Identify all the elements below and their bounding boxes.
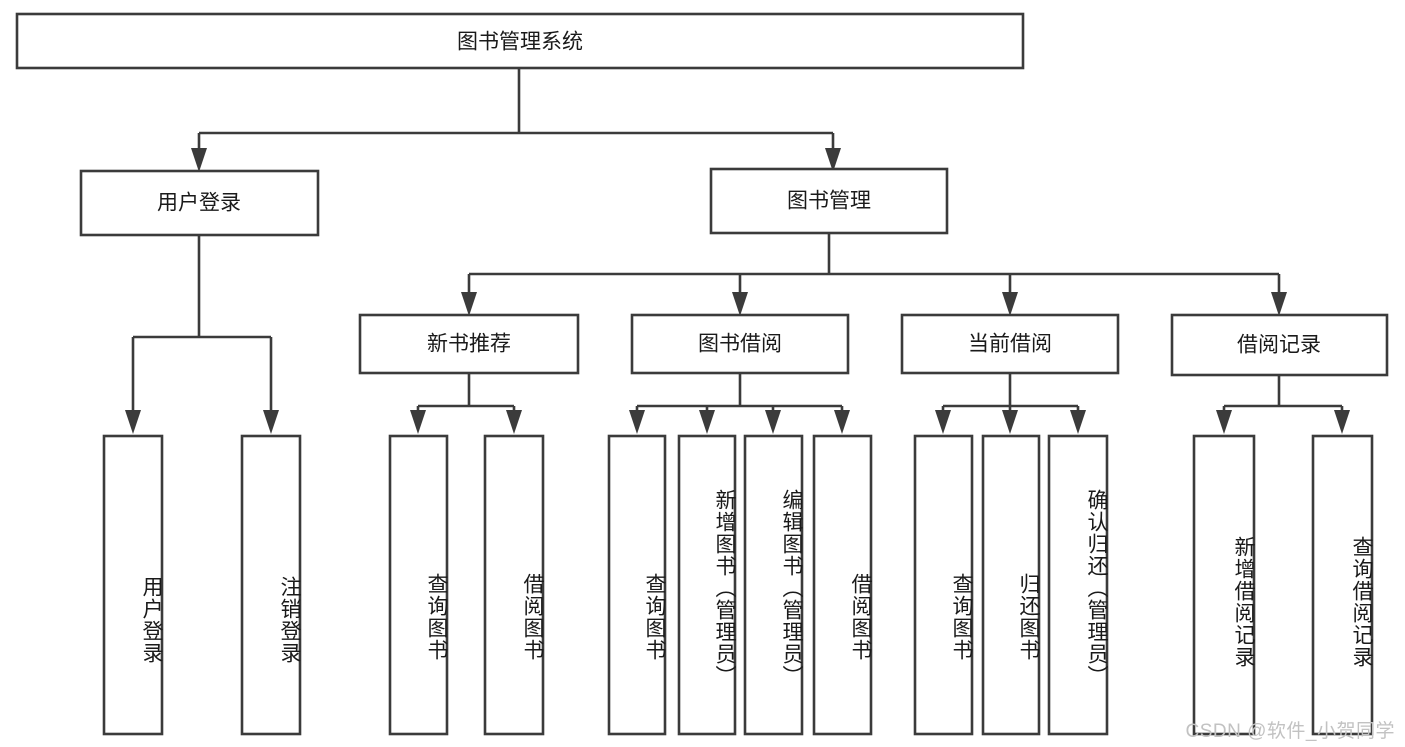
arrow-user-login-to-leaf1 xyxy=(125,410,141,434)
node-leaf-query-book-3[interactable] xyxy=(913,434,974,736)
arrow-book-mgmt-to-current-borrow xyxy=(1002,292,1018,316)
label-current-borrow: 当前借阅 xyxy=(968,333,1052,356)
edge-new-book-split xyxy=(416,373,516,414)
arrow-current-borrow-to-leaf11 xyxy=(1070,410,1086,434)
edge-user-login-split xyxy=(131,235,273,413)
arrow-current-borrow-to-leaf10 xyxy=(1002,410,1018,434)
arrow-borrow-record-to-leaf13 xyxy=(1334,410,1350,434)
edge-borrow-split xyxy=(635,373,844,414)
edge-current-borrow-split xyxy=(941,373,1080,414)
arrow-new-book-to-leaf4 xyxy=(506,410,522,434)
arrow-new-book-to-leaf3 xyxy=(410,410,426,434)
label-root: 图书管理系统 xyxy=(457,31,583,54)
node-leaf-confirm-return-admin[interactable] xyxy=(1047,434,1109,736)
node-leaf-borrow-book-1[interactable] xyxy=(483,434,545,736)
arrow-book-mgmt-to-borrow-record xyxy=(1271,292,1287,316)
node-leaf-query-book-1[interactable] xyxy=(388,434,449,736)
node-boxes xyxy=(15,12,1389,736)
node-book-borrow[interactable] xyxy=(630,313,850,375)
horizontal-node-labels: 图书管理系统 用户登录 图书管理 新书推荐 图书借阅 当前借阅 借阅记录 xyxy=(157,31,1321,357)
node-leaf-return-book[interactable] xyxy=(981,434,1041,736)
arrow-borrow-to-leaf6 xyxy=(699,410,715,434)
arrow-borrow-record-to-leaf12 xyxy=(1216,410,1232,434)
node-leaf-logout[interactable] xyxy=(240,434,302,736)
node-leaf-query-book-2[interactable] xyxy=(607,434,667,736)
label-book-management: 图书管理 xyxy=(787,190,871,213)
arrow-user-login-to-leaf2 xyxy=(263,410,279,434)
node-root[interactable] xyxy=(15,12,1025,70)
arrow-current-borrow-to-leaf9 xyxy=(935,410,951,434)
node-leaf-add-book-admin[interactable] xyxy=(677,434,737,736)
label-book-borrow: 图书借阅 xyxy=(698,333,782,356)
node-leaf-edit-book-admin[interactable] xyxy=(743,434,804,736)
label-new-book-recommend: 新书推荐 xyxy=(427,333,511,356)
arrow-borrow-to-leaf7 xyxy=(765,410,781,434)
arrow-root-to-user-login xyxy=(191,148,207,172)
node-leaf-user-login[interactable] xyxy=(102,434,164,736)
node-leaf-add-borrow-record[interactable] xyxy=(1192,434,1256,736)
arrow-borrow-to-leaf8 xyxy=(834,410,850,434)
arrow-book-mgmt-to-borrow xyxy=(732,292,748,316)
node-book-management[interactable] xyxy=(709,167,949,235)
arrow-borrow-to-leaf5 xyxy=(629,410,645,434)
edge-borrow-record-split xyxy=(1222,375,1344,414)
node-new-book-recommend[interactable] xyxy=(358,313,580,375)
node-leaf-query-borrow-record[interactable] xyxy=(1311,434,1374,736)
node-leaf-borrow-book-2[interactable] xyxy=(812,434,873,736)
csdn-watermark: CSDN @软件_小贺同学 xyxy=(1185,721,1395,742)
edge-book-mgmt-split xyxy=(467,233,1281,300)
node-current-borrow[interactable] xyxy=(900,313,1120,375)
arrow-root-to-book-mgmt xyxy=(825,148,841,172)
node-borrow-record[interactable] xyxy=(1170,313,1389,377)
connectors xyxy=(125,68,1350,434)
label-user-login: 用户登录 xyxy=(157,192,241,215)
node-user-login[interactable] xyxy=(79,169,320,237)
edge-root-split xyxy=(197,68,835,160)
arrow-book-mgmt-to-new-book xyxy=(461,292,477,316)
label-borrow-record: 借阅记录 xyxy=(1237,334,1321,357)
